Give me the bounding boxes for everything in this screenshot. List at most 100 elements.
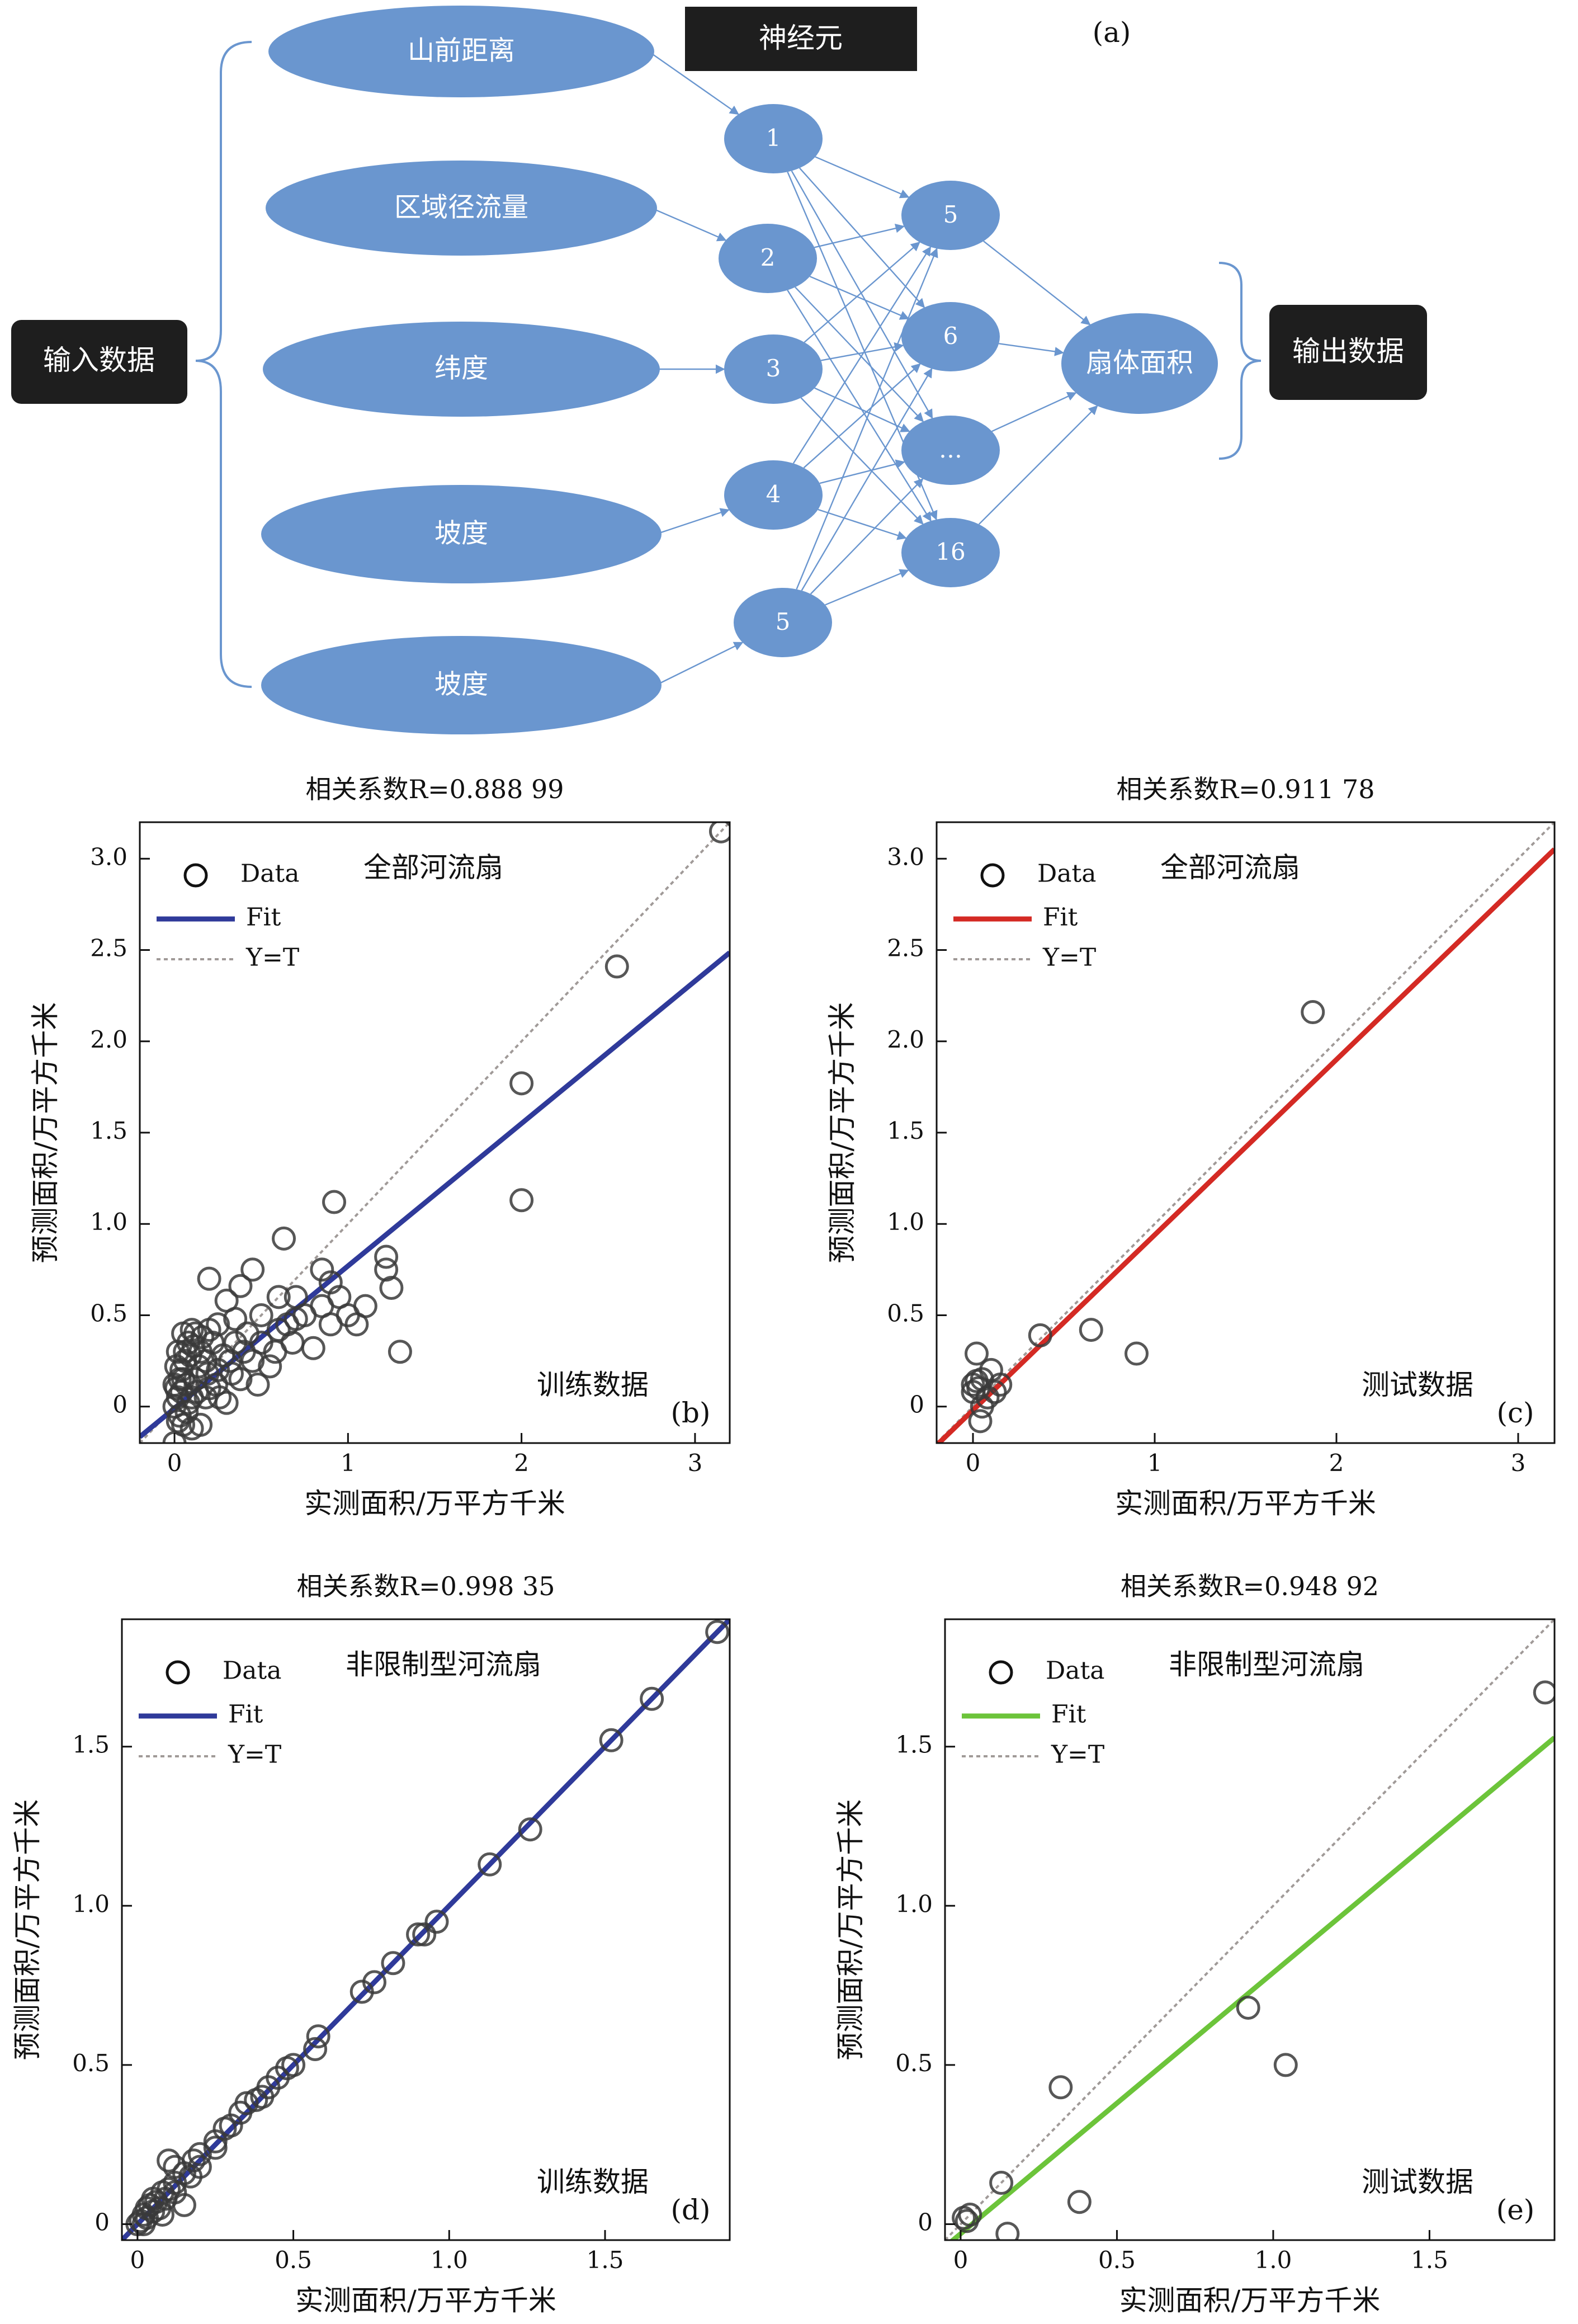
data-point [164,1354,188,1379]
data-point [995,2222,1020,2240]
data-point [1533,1680,1555,1705]
edge-input-3 [655,508,730,535]
data-point [381,1951,405,1976]
output-data-label: 输出数据 [1292,335,1404,367]
y-tick-label: 1.5 [90,1117,127,1144]
data-point [266,1285,291,1309]
subset-label: 测试数据 [1362,2166,1473,2198]
legend-identity-label: Y=T [245,944,299,972]
data-point [509,1188,534,1213]
x-tick-label: 1.0 [431,2246,468,2274]
data-point [1125,1341,1149,1366]
chart-title: 相关系数R=0.998 35 [296,1571,555,1601]
y-tick-label: 0 [909,1391,924,1418]
data-point [249,1303,273,1327]
legend-identity-label: Y=T [228,1741,281,1769]
data-point [179,1318,204,1342]
edge-l1-0-l2-2 [791,170,933,419]
data-point [188,1412,213,1437]
data-point [197,1318,221,1342]
data-point [509,1071,534,1096]
input-bracket [195,41,252,688]
data-points [952,1680,1555,2240]
x-tick-label: 1.5 [587,2246,624,2274]
panel-label: (c) [1496,1397,1534,1429]
data-point [1028,1323,1052,1347]
chart-title: 相关系数R=0.911 78 [1116,774,1374,804]
layer2-node-0: 5 [901,181,1000,250]
x-tick-label: 0 [167,1449,182,1477]
input-label-slope: 坡度 [434,518,488,549]
layer2-label-2: … [939,436,962,463]
legend-data-label: Data [223,1657,281,1685]
data-point [167,1367,192,1392]
layer2-node-3: 16 [901,518,1000,587]
edge-l1-0-l2-1 [799,167,925,308]
data-point [968,1409,993,1434]
y-axis-label: 预测面积/万平方千米 [11,1799,44,2061]
data-point [965,1341,989,1366]
data-point [379,1276,404,1300]
output-node: 扇体面积 [1061,313,1218,414]
data-point [708,822,730,843]
y-tick-label: 0 [112,1391,127,1418]
y-tick-label: 1.0 [887,1208,924,1236]
data-point [174,1400,199,1424]
layer1-node-4: 5 [734,588,832,657]
subset-label: 训练数据 [537,1369,649,1401]
edge-l1-1-l2-3 [787,290,932,522]
panel-label-a: (a) [1093,16,1131,49]
data-points [125,1620,730,2237]
layer1-node-2: 3 [724,334,823,404]
output-node-label: 扇体面积 [1086,347,1193,379]
x-tick-label: 3 [1511,1449,1526,1477]
y-tick-label: 1.5 [887,1117,924,1144]
legend-marker-data [980,863,1005,888]
layer1-label-1: 2 [760,244,776,271]
edge-l1-4-l2-2 [810,478,924,595]
data-point [131,2212,156,2237]
y-tick-label: 1.0 [90,1208,127,1236]
y-tick-label: 1.0 [72,1890,110,1917]
legend-data-label: Data [1037,860,1096,888]
y-tick-label: 1.5 [72,1731,110,1759]
data-point [374,1245,399,1269]
data-point [223,1307,248,1331]
edge-l1-4-l2-0 [796,247,938,590]
edge-l1-3-l2-2 [819,459,905,484]
y-tick-label: 2.0 [887,1026,924,1053]
subset-label: 测试数据 [1362,1369,1473,1401]
y-axis-label: 预测面积/万平方千米 [29,1002,62,1264]
data-point [258,1354,282,1379]
y-tick-label: 3.0 [90,843,127,870]
panel-label: (e) [1496,2194,1535,2226]
edge-l1-3-l2-3 [818,508,907,540]
identity-line [945,1619,1555,2240]
input-node-3: 坡度 [261,485,662,583]
input-label-latitude: 纬度 [434,353,488,384]
x-tick-label: 2 [1329,1449,1344,1477]
chart-title: 相关系数R=0.888 99 [305,774,564,804]
legend-identity-label: Y=T [1051,1741,1104,1769]
data-point [952,2205,976,2230]
data-point [166,1340,190,1364]
data-point [185,1380,209,1404]
y-tick-label: 0 [918,2209,933,2236]
y-tick-label: 1.5 [895,1731,933,1759]
network-diagram: 山前距离 区域径流量 纬度 坡度 坡度 1 2 3 [11,6,1427,734]
legend-fit-label: Fit [228,1700,263,1729]
edge-l1-4-l2-1 [801,367,933,591]
edge-l1-4-l2-3 [825,569,909,606]
data-point [388,1340,412,1364]
data-point [640,1686,664,1711]
output-bracket [1218,262,1262,460]
data-point [478,1852,502,1877]
y-axis-label: 预测面积/万平方千米 [834,1799,867,2061]
data-point [228,1367,253,1392]
data-point [349,1979,374,2004]
